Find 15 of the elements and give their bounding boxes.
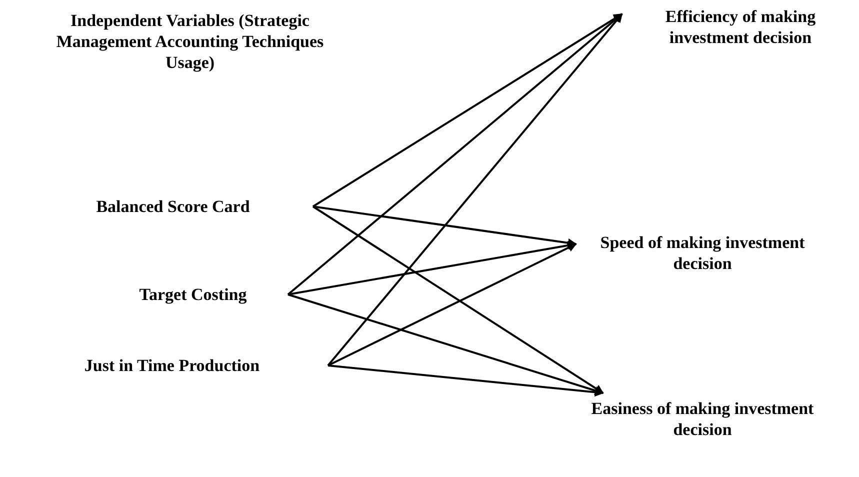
arrow [287, 13, 623, 296]
arrow [312, 206, 604, 394]
variable-label: Balanced Score Card [35, 196, 311, 217]
arrow [327, 13, 623, 366]
variable-label: Target Costing [100, 284, 286, 305]
variable-label: Speed of making investment decision [590, 232, 815, 274]
arrow [328, 243, 577, 366]
variable-label: Easiness of making investment decision [590, 398, 815, 440]
variable-label: Just in Time Production [18, 355, 326, 376]
arrow [312, 206, 577, 248]
heading: Independent Variables (Strategic Management Accounting Techniques Usage) [55, 10, 325, 73]
arrow [288, 240, 577, 296]
arrow [288, 294, 604, 395]
arrow [328, 364, 604, 397]
variable-label: Efficiency of making investment decision [628, 6, 853, 48]
